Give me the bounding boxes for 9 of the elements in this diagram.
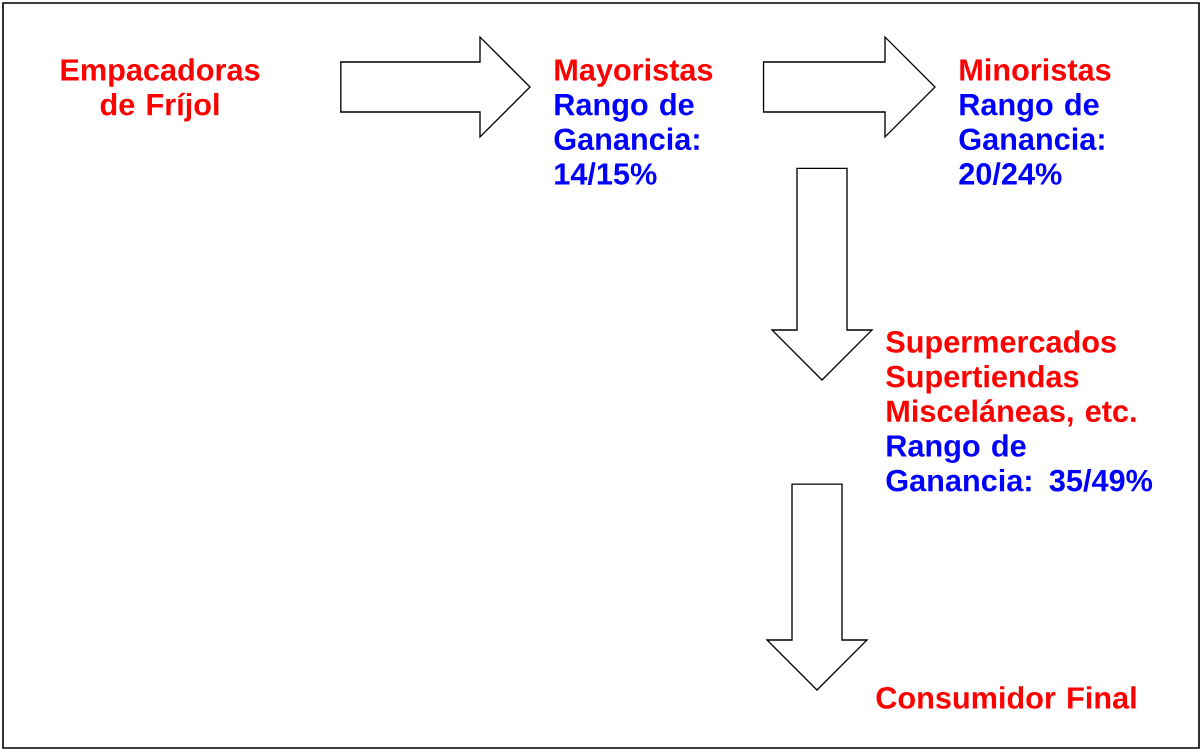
node-label: Empacadoras de Fríjol xyxy=(61,58,260,122)
block-arrow xyxy=(765,483,869,691)
block-arrow xyxy=(340,35,531,139)
node-label: Mayoristas Rango de Ganancia: 14/15% xyxy=(554,58,713,186)
node-label: Minoristas Rango de Ganancia: 20/24% xyxy=(959,58,1111,186)
block-arrow xyxy=(762,35,936,139)
node-label: Supermercados Supertiendas Misceláneas, etc. Rango de Ganancia: 35/49% xyxy=(886,330,1153,492)
block-arrow xyxy=(770,167,874,381)
node-label: Consumidor Final xyxy=(876,686,1136,709)
